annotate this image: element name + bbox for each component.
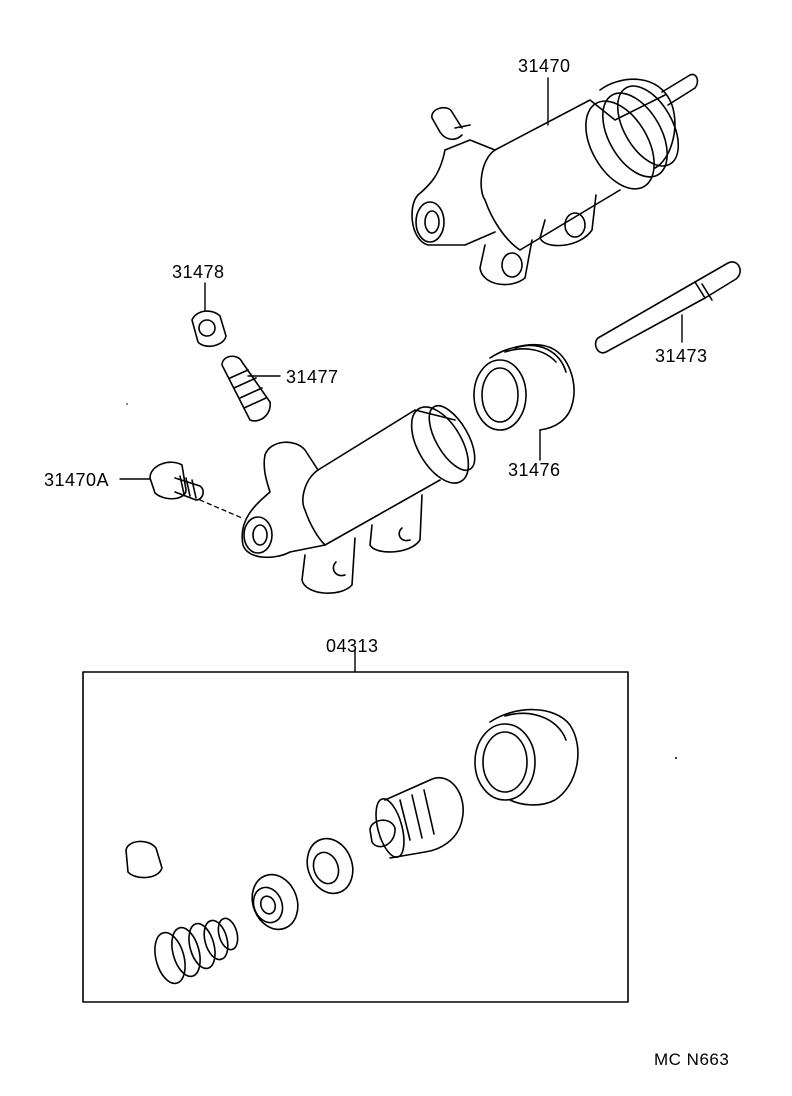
kit-seal-ring [300, 832, 360, 900]
part-label-31470[interactable]: 31470 [518, 56, 571, 76]
kit-boot [475, 710, 578, 805]
part-label-31477[interactable]: 31477 [286, 367, 339, 387]
union-bolt [120, 462, 242, 518]
cylinder-body [242, 398, 484, 594]
kit-piston [370, 778, 463, 860]
boot [474, 345, 574, 460]
part-label-31473[interactable]: 31473 [655, 346, 708, 366]
push-rod [596, 262, 741, 353]
clutch-release-cylinder-assembly [412, 74, 697, 284]
part-label-31478[interactable]: 31478 [172, 262, 225, 282]
bleeder-plug [222, 356, 280, 421]
scan-dot [126, 403, 128, 405]
kit-bleeder-cap [126, 841, 162, 877]
part-label-31476[interactable]: 31476 [508, 460, 561, 480]
bleeder-cap [192, 283, 226, 346]
part-label-04313[interactable]: 04313 [326, 636, 379, 656]
kit-spring [150, 916, 241, 987]
part-label-31470a[interactable]: 31470A [44, 470, 110, 490]
repair-kit-box [83, 650, 628, 1002]
scan-dot [675, 757, 677, 759]
diagram-code: MC N663 [654, 1050, 730, 1069]
kit-piston-cup [245, 868, 305, 936]
